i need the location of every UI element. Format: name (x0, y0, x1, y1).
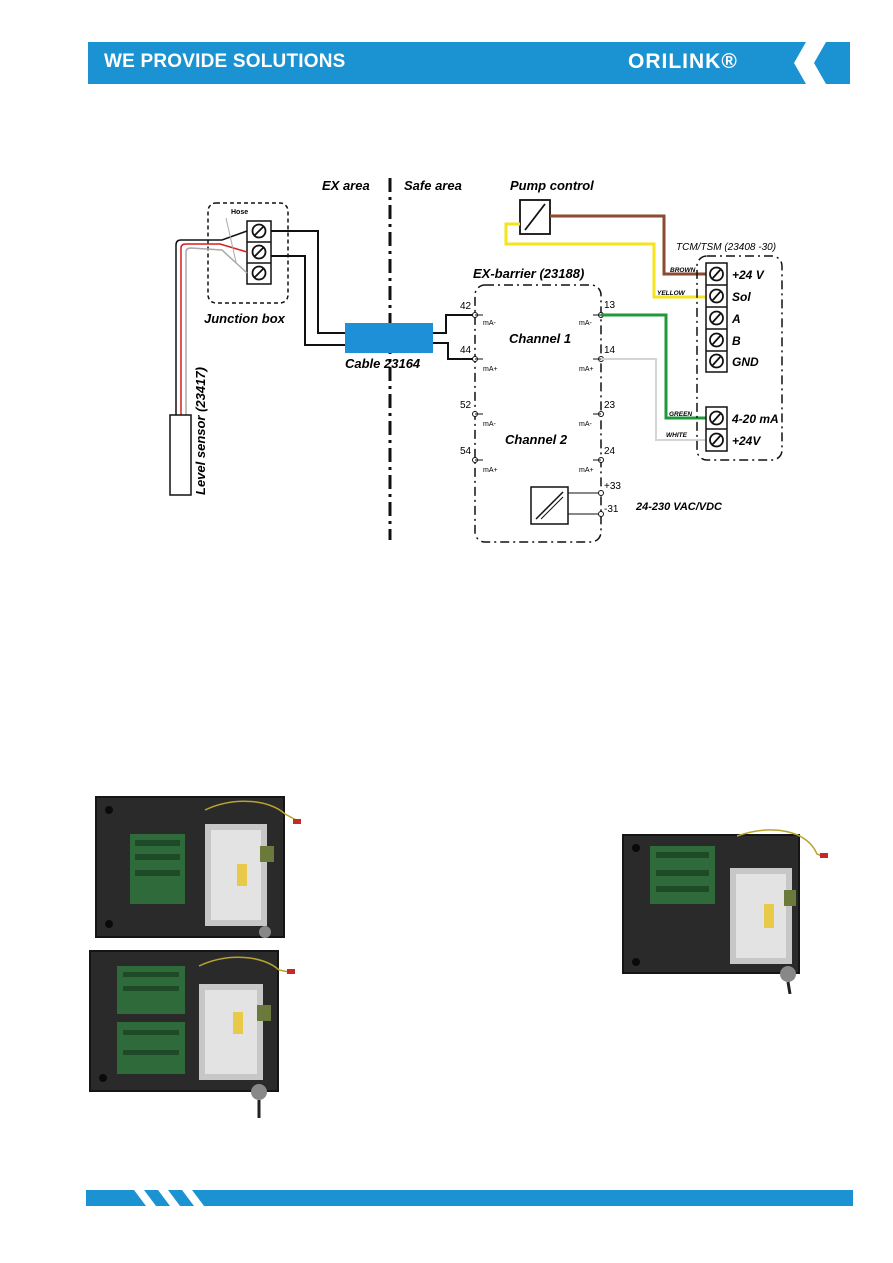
right-terminal-24: 24 mA+ (579, 446, 616, 474)
tcm-terminal-sol: Sol (732, 290, 751, 304)
yellow-wire (504, 222, 706, 299)
terminal-14-number: 14 (604, 345, 616, 356)
tcm-terminal-block-1 (705, 262, 728, 373)
header-banner: WE PROVIDE SOLUTIONS ORILINK® (88, 42, 850, 84)
enclosure-photo-top-left (95, 796, 301, 938)
right-terminal-23: 23 mA- (579, 400, 616, 428)
tcm-terminal-b: B (732, 334, 741, 348)
sensor-wire-black (175, 230, 248, 415)
junction-box-outline (207, 202, 289, 304)
enclosure-photo-right (622, 829, 828, 994)
white-wire (601, 358, 706, 441)
cable-to-barrier-2 (433, 342, 475, 360)
cable-wire-2 (271, 255, 345, 346)
tcm-tsm-outline (696, 255, 783, 461)
power-terminal-plus: +33 (604, 481, 621, 492)
power-supply-label: 24-230 VAC/VDC (635, 501, 723, 513)
junction-terminals (246, 220, 272, 285)
terminal-14-signal: mA+ (579, 366, 594, 373)
left-terminal-54: 54 mA+ (460, 446, 498, 474)
power-supply: +33 -31 (530, 481, 621, 525)
hose-label: Hose (231, 209, 248, 216)
terminal-24-number: 24 (604, 446, 616, 457)
terminal-52-number: 52 (460, 400, 472, 411)
cable-label: Cable 23164 (345, 356, 421, 371)
left-terminal-44: 44 mA+ (460, 345, 498, 373)
cable-to-barrier-1 (433, 314, 475, 334)
brown-wire (550, 214, 706, 276)
ex-barrier-label: EX-barrier (23188) (473, 266, 584, 281)
wiring-diagram: EX area Safe area Pump control Hose Leve… (169, 178, 783, 543)
white-wire-label: WHITE (666, 432, 688, 439)
sensor-wire-grey (185, 247, 248, 415)
left-terminal-42: 42 mA- (460, 301, 497, 327)
level-sensor-body (169, 414, 192, 496)
hose-line (225, 217, 237, 263)
header-tagline: WE PROVIDE SOLUTIONS (104, 51, 346, 72)
level-sensor-label: Level sensor (23417) (193, 367, 208, 495)
footer-stripe (86, 1190, 853, 1206)
tcm-terminal-a: A (731, 312, 741, 326)
pump-control-label: Pump control (510, 178, 594, 193)
terminal-54-number: 54 (460, 446, 472, 457)
safe-area-label: Safe area (404, 178, 462, 193)
cable-wire-1 (271, 230, 345, 334)
tcm-tsm-label: TCM/TSM (23408 -30) (676, 242, 776, 253)
brown-wire-label: BROWN (670, 267, 696, 274)
terminal-42-signal: mA- (483, 320, 497, 327)
tcm-terminal-gnd: GND (732, 355, 759, 369)
yellow-wire-label: YELLOW (657, 290, 686, 297)
terminal-52-signal: mA- (483, 421, 497, 428)
green-wire (601, 313, 706, 420)
pump-control-relay (519, 199, 551, 235)
terminal-44-number: 44 (460, 345, 472, 356)
banner-background (88, 42, 850, 84)
terminal-23-number: 23 (604, 400, 616, 411)
tcm-terminal-24v-loop: +24V (732, 434, 761, 448)
terminal-13-signal: mA- (579, 320, 593, 327)
terminal-13-number: 13 (604, 300, 616, 311)
enclosure-photo-bottom-left (89, 950, 295, 1118)
cable-23164 (345, 323, 433, 353)
tcm-terminal-24v: +24 V (732, 268, 765, 282)
ex-area-label: EX area (322, 178, 370, 193)
terminal-44-signal: mA+ (483, 366, 498, 373)
channel2-label: Channel 2 (505, 432, 568, 447)
power-terminal-minus: -31 (604, 504, 619, 515)
tcm-terminal-block-2 (705, 406, 728, 452)
orilink-logo: ORILINK® (628, 50, 738, 73)
left-terminal-52: 52 mA- (460, 400, 497, 428)
green-wire-label: GREEN (669, 411, 692, 418)
terminal-24-signal: mA+ (579, 467, 594, 474)
tcm-terminal-4-20ma: 4-20 mA (731, 412, 779, 426)
terminal-42-number: 42 (460, 301, 472, 312)
junction-box-label: Junction box (204, 311, 286, 326)
sensor-wire-red (180, 243, 248, 415)
terminal-54-signal: mA+ (483, 467, 498, 474)
channel1-label: Channel 1 (509, 331, 571, 346)
terminal-23-signal: mA- (579, 421, 593, 428)
